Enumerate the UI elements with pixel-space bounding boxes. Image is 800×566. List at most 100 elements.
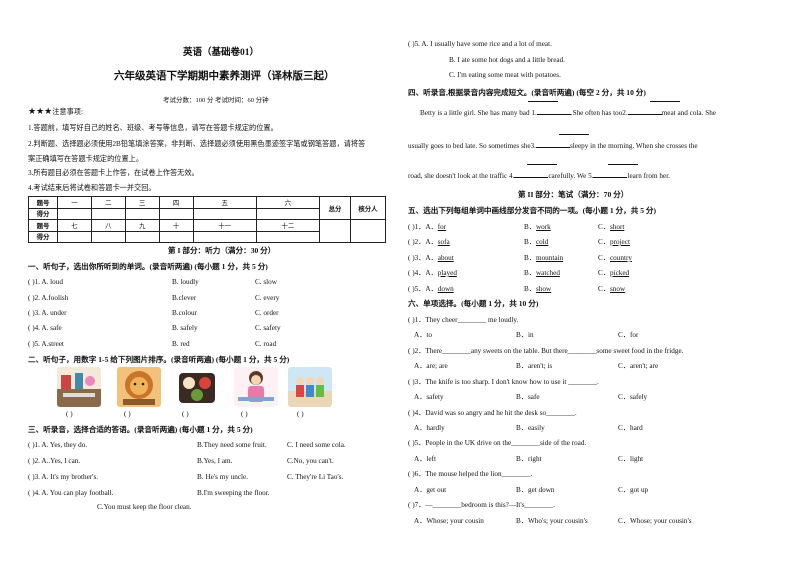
score-cell: 四 xyxy=(158,196,194,209)
q4-text: usually goes to bed late. So sometimes s… xyxy=(408,142,536,150)
q2-answer[interactable]: ( ) xyxy=(182,410,189,418)
total-header: 总分 xyxy=(319,196,351,220)
q6-option-a: A．Whose; your cousin xyxy=(414,517,484,525)
score-cell: 得分 xyxy=(28,230,58,243)
q4-text: .She often has too2. xyxy=(570,109,628,117)
notice-heading: ★★★注意事项: xyxy=(28,106,83,117)
exam-subtitle: 六年级英语下学期期中素养测评（译林版三起） xyxy=(114,71,335,82)
q6-question: ( )5．People in the UK drive on the______… xyxy=(408,439,587,447)
blank-line xyxy=(650,101,680,102)
q5-row: C．country xyxy=(598,253,632,263)
score-cell[interactable] xyxy=(158,207,194,220)
q5-row: ( )3．A．about xyxy=(408,253,454,263)
star-icon: ★★★ xyxy=(28,106,53,116)
q4-text: road, she doesn't look at the traffic 4. xyxy=(408,172,515,180)
q5-row: B．mountain xyxy=(524,253,563,263)
score-cell[interactable] xyxy=(90,207,126,220)
q2-answer[interactable]: ( ) xyxy=(66,410,73,418)
score-cell[interactable] xyxy=(192,207,257,220)
q2-answer[interactable]: ( ) xyxy=(297,410,304,418)
q5-label: B． xyxy=(524,254,536,262)
score-cell: 十一 xyxy=(192,219,257,232)
q3-option-c: C.You must keep the floor clean. xyxy=(97,503,192,511)
q5-word: mountain xyxy=(535,254,564,262)
blank-4[interactable] xyxy=(514,170,549,178)
blank-1[interactable] xyxy=(536,107,571,115)
q6-option-c: C．Whose; your cousin's xyxy=(618,517,692,525)
q6-option-c: C．light xyxy=(618,455,644,463)
street-icon xyxy=(61,373,95,397)
score-cell[interactable] xyxy=(192,230,257,243)
q5-word: sofa xyxy=(437,238,450,246)
blank-3[interactable] xyxy=(535,140,570,148)
q6-option-c: C．hard xyxy=(618,424,643,432)
grader-cell[interactable] xyxy=(350,219,386,243)
q5-label: C． xyxy=(598,254,610,262)
q5-label: B． xyxy=(524,285,536,293)
score-cell: 十二 xyxy=(255,219,321,232)
q1-option-c: C. road xyxy=(255,340,277,348)
score-cell[interactable] xyxy=(255,207,321,220)
score-cell: 题号 xyxy=(28,219,58,232)
part1-heading: 第 I 部分：听力（满分：30 分） xyxy=(168,246,276,255)
q6-question: ( )3．The knife is too sharp. I don't kno… xyxy=(408,378,599,386)
q5-label: ( )2．A． xyxy=(408,238,438,246)
score-cell: 九 xyxy=(124,219,160,232)
score-cell[interactable] xyxy=(158,230,194,243)
score-cell: 七 xyxy=(57,219,92,232)
q4-line2: usually goes to bed late. So sometimes s… xyxy=(408,140,698,150)
grader-header: 核分人 xyxy=(350,196,386,220)
score-cell[interactable] xyxy=(255,230,321,243)
q6-heading: 六、单项选择。(每小题 1 分，共 10 分) xyxy=(408,299,539,308)
q6-question: ( )1．They cheer________ me loudly. xyxy=(408,316,519,324)
score-cell[interactable] xyxy=(57,230,92,243)
q5-row: C．picked xyxy=(598,268,629,278)
q3-option-c: C. I need some cola. xyxy=(287,441,346,449)
q1-option-b: B.clever xyxy=(172,294,197,302)
q1-option-b: B. safely xyxy=(172,324,198,332)
score-cell[interactable] xyxy=(124,230,160,243)
q5-label: B． xyxy=(524,269,536,277)
q2-answer[interactable]: ( ) xyxy=(241,410,248,418)
q6-option-b: B．easily xyxy=(516,424,545,432)
picture-street-scene xyxy=(57,367,101,407)
q3-option-a: ( )2. A..Yes, I can. xyxy=(28,457,81,465)
q3-option-a: ( )1. A. Yes, they do. xyxy=(28,441,88,449)
q5-label: ( )4．A． xyxy=(408,269,438,277)
q5-row: C．project xyxy=(598,237,630,247)
q3-option-a: ( )4. A. You can play football. xyxy=(28,489,114,497)
q3-option-b: B. He's my uncle. xyxy=(197,473,249,481)
score-cell[interactable] xyxy=(90,230,126,243)
score-cell: 一 xyxy=(57,196,92,209)
score-cell[interactable] xyxy=(124,207,160,220)
blank-5[interactable] xyxy=(593,170,628,178)
q6-option-b: B．right xyxy=(516,455,542,463)
notice-item: 1.答题前，填写好自己的姓名、班级、考号等信息，请写在答题卡规定的位置。 xyxy=(28,124,278,132)
q6-option-b: B．in xyxy=(516,331,534,339)
q3-option-a: ( )3. A. It's my brother's. xyxy=(28,473,99,481)
q3-item5: ( )5. A. I usually have some rice and a … xyxy=(408,40,552,48)
q5-word: about xyxy=(437,254,454,262)
blank-line xyxy=(527,164,557,165)
q6-option-b: B．safe xyxy=(516,393,540,401)
q6-question: ( )7．—________bedroom is this?—It's_____… xyxy=(408,501,556,509)
picture-classroom xyxy=(288,367,332,407)
total-cell[interactable] xyxy=(319,219,351,243)
q3-option-b: B.Yes, I am. xyxy=(197,457,233,465)
q6-option-a: A．hardly xyxy=(414,424,445,432)
q1-option-a: ( )4. A. safe xyxy=(28,324,62,332)
q5-heading: 五、选出下列每组单词中画线部分发音不同的一项。(每小题 1 分，共 5 分) xyxy=(408,206,657,215)
part2-heading: 第 II 部分：笔试（满分：70 分） xyxy=(518,190,629,199)
blank-2[interactable] xyxy=(627,107,662,115)
q5-label: ( )5．A． xyxy=(408,285,438,293)
score-cell: 得分 xyxy=(28,207,58,220)
q6-question: ( )6．The mouse helped the lion________. xyxy=(408,470,533,478)
q5-word: picked xyxy=(609,269,630,277)
score-table: 题号 一 二 三 四 五 六 总分 核分人 得分 题号 七 八 九 十 十一 十… xyxy=(28,196,386,243)
exam-title: 英语（基础卷01） xyxy=(183,48,260,58)
score-cell[interactable] xyxy=(57,207,92,220)
q1-option-a: ( )5. A.street xyxy=(28,340,64,348)
q2-answer[interactable]: ( ) xyxy=(124,410,131,418)
q4-text: Betty is a little girl. She has many bad… xyxy=(420,109,537,117)
q1-heading: 一、听句子，选出你所听到的单词。(录音听两遍) (每小题 1 分，共 5 分) xyxy=(28,262,268,271)
